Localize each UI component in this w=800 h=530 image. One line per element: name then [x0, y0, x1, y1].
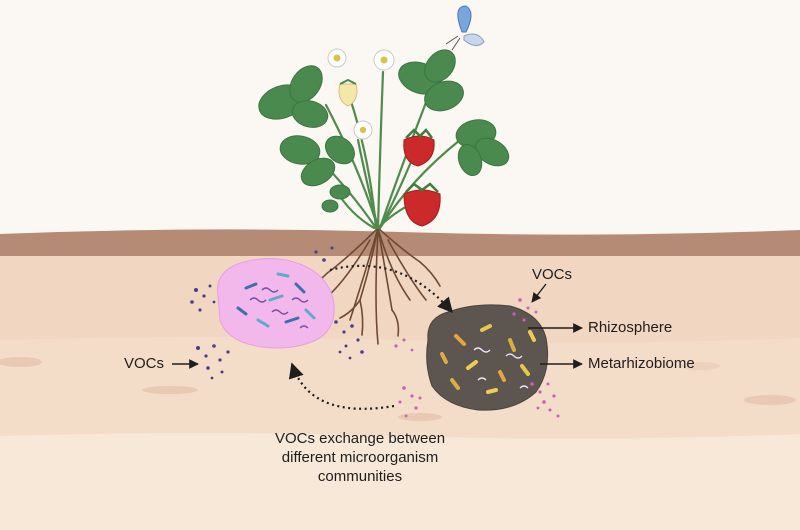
root-icon — [311, 227, 441, 345]
exchange-caption: VOCs exchange between different microorg… — [230, 429, 490, 486]
rhizosphere-label: Rhizosphere — [588, 319, 673, 336]
topsoil-layer — [0, 229, 800, 258]
caption-line-3: communities — [317, 468, 403, 485]
pink-microbe-community-icon — [217, 258, 335, 349]
strawberry-icon — [403, 128, 441, 227]
dark-microbe-community-icon — [426, 304, 549, 411]
vocs-left-label: VOCs — [124, 355, 165, 372]
exchange-arrow-bottom — [288, 362, 395, 410]
caption-line-1: VOCs exchange between — [274, 430, 446, 447]
flower-icon — [327, 48, 395, 140]
vocs-top-arrow — [531, 283, 547, 303]
upper-soil-layer — [0, 256, 800, 346]
exchange-arrow-top — [329, 264, 454, 314]
butterfly-icon — [445, 5, 485, 51]
metarhizobiome-label: Metarhizobiome — [588, 355, 695, 372]
vocs-top-label: VOCs — [532, 266, 573, 283]
sky-background — [0, 0, 800, 232]
voc-dots-pink — [394, 298, 560, 418]
strawberry-plant-icon — [258, 48, 510, 230]
caption-line-2: different microorganism — [281, 449, 439, 466]
lower-soil-layer — [0, 433, 800, 530]
unripe-strawberry-icon — [338, 83, 358, 107]
voc-dots-purple — [190, 246, 364, 380]
middle-soil-layer — [0, 337, 800, 440]
